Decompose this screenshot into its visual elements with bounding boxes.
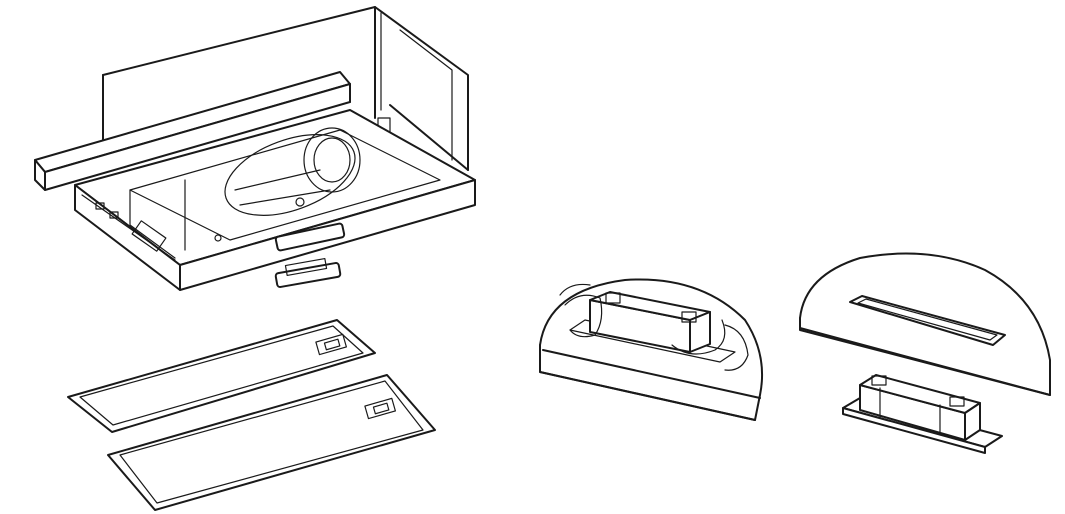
hood-tray — [74, 109, 476, 291]
lamp-removal-detail — [539, 278, 764, 421]
empty-lamp-slot-cutaway — [849, 295, 1006, 346]
lamp-removed-detail — [799, 252, 1051, 454]
hand-gripping-lamp — [559, 283, 749, 371]
lamp-cover — [274, 258, 342, 288]
grease-filter-rear — [107, 374, 436, 511]
hood-visor — [34, 71, 351, 191]
removed-lamp-unit — [842, 374, 1003, 454]
hood-exploded-view — [34, 6, 476, 511]
grease-filter-front — [67, 319, 376, 433]
blower-fan — [224, 127, 361, 216]
